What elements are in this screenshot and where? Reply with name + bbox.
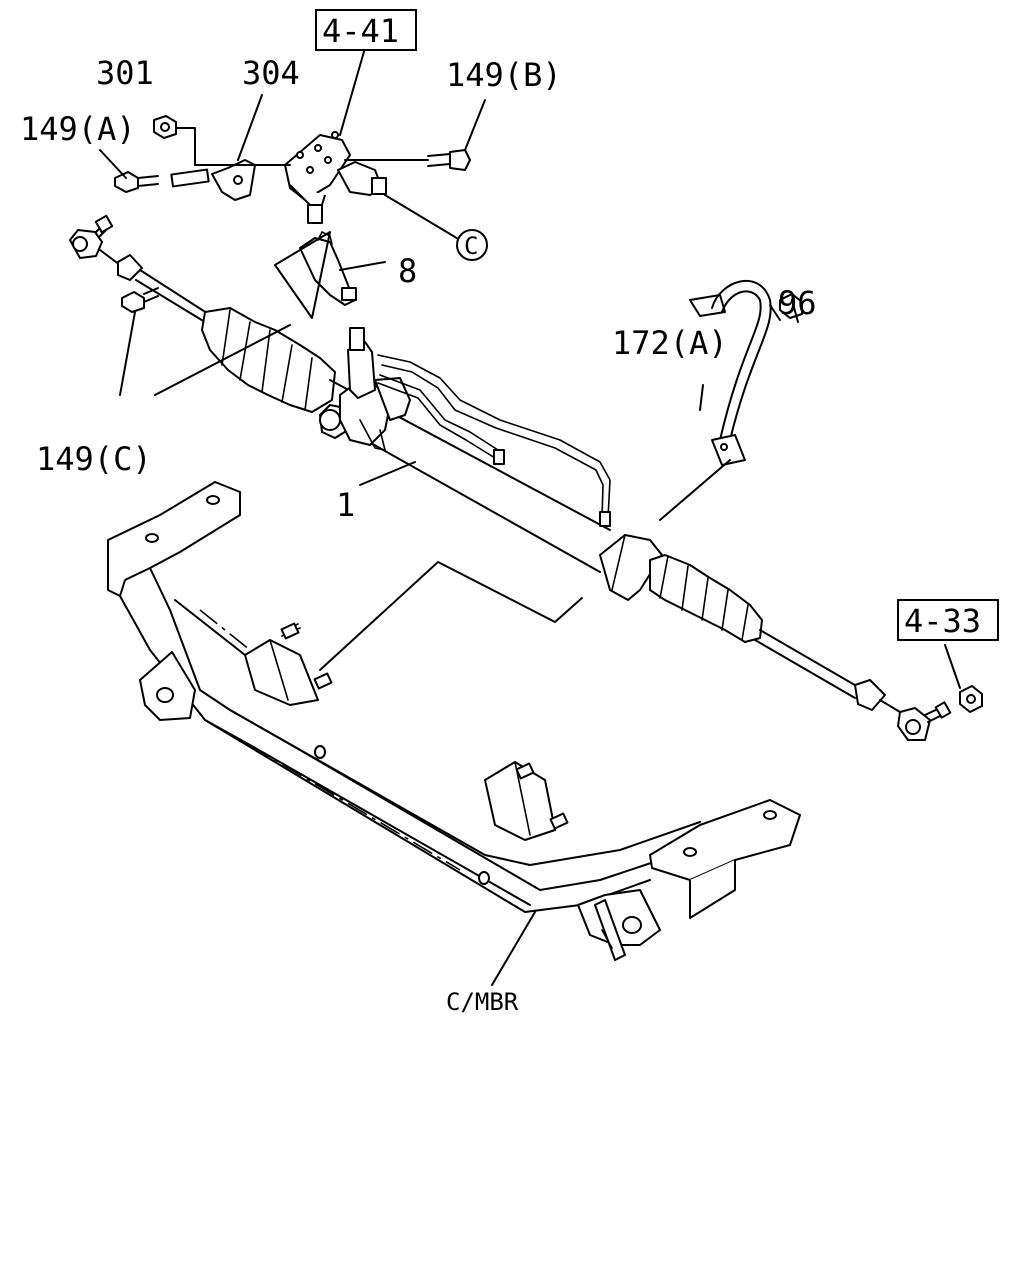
part-label-301: 301 [96, 54, 154, 92]
part-label-172a: 172(A) [612, 324, 728, 362]
part-label-149b: 149(B) [446, 56, 562, 94]
ref-label-4-33: 4-33 [904, 602, 981, 640]
part-label-304: 304 [242, 54, 300, 92]
part-label-149a: 149(A) [20, 110, 136, 148]
leader-lines [99, 47, 961, 689]
part-label-cmbr: C/MBR [446, 988, 519, 1016]
alignment-lines [319, 561, 583, 671]
callout-circle-c [456, 229, 488, 261]
ref-label-4-41: 4-41 [322, 12, 399, 50]
part-labels: 4-41 301 304 149(B) 149(A) C 8 96 172(A)… [20, 9, 999, 1016]
part-label-c: C [464, 232, 478, 260]
ref-box-4-41 [315, 9, 417, 51]
ref-box-4-33 [897, 599, 999, 641]
part-label-149c: 149(C) [36, 440, 152, 478]
steering-rack-assembly [69, 214, 983, 741]
crossmember [107, 481, 801, 986]
part-label-1: 1 [336, 486, 355, 524]
part-label-96: 96 [778, 284, 817, 322]
upper-components [114, 115, 803, 466]
part-label-8: 8 [398, 252, 417, 290]
